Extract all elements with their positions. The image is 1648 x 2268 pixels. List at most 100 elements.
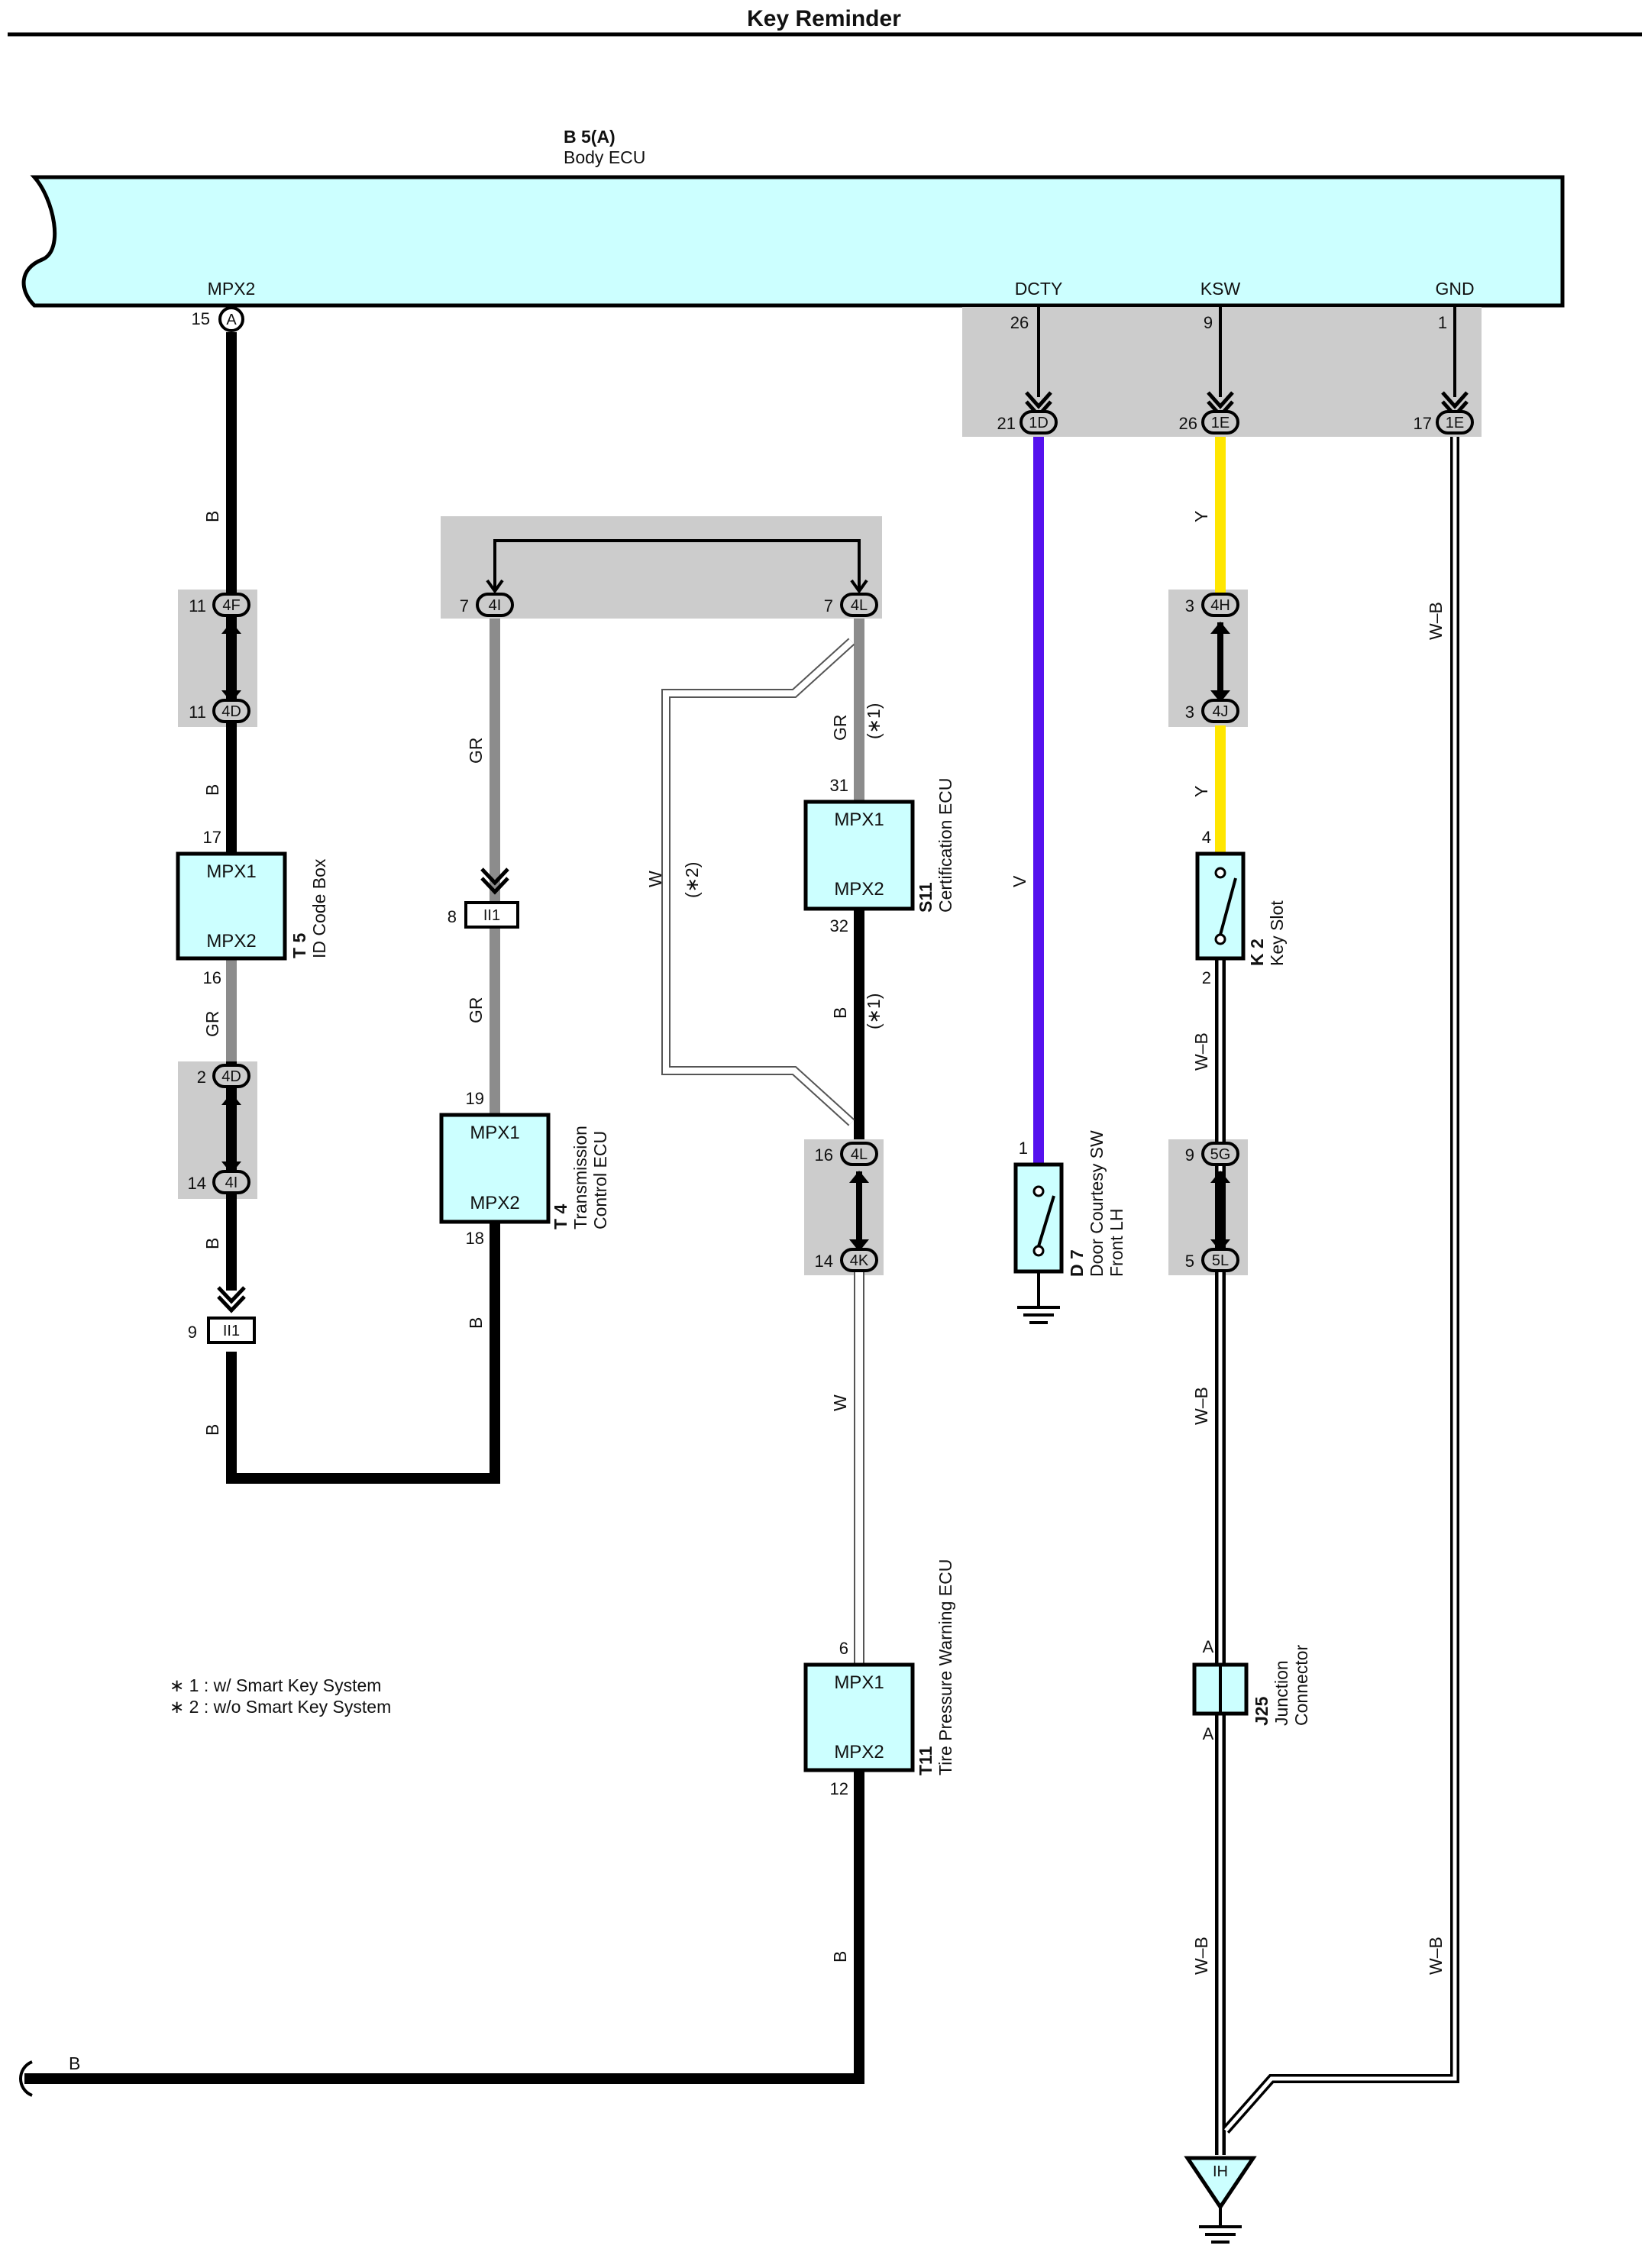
terminal-circle-a <box>218 306 244 332</box>
wire-label-b: B <box>830 1007 850 1019</box>
svg-text:11: 11 <box>189 703 206 722</box>
wire-label-b: B <box>466 1317 486 1329</box>
wire-link-4i-4l <box>493 539 861 590</box>
arrow-icon <box>850 579 868 594</box>
wire-label-y: Y <box>1191 511 1211 522</box>
connector-4l-top <box>840 593 878 617</box>
s11-code: S11 <box>916 882 935 913</box>
note-smart-key: ∗ 1 : w/ Smart Key System <box>170 1675 381 1695</box>
wire-label-w: W <box>830 1394 850 1411</box>
diagram-title: Key Reminder <box>747 6 901 31</box>
svg-text:5G: 5G <box>1210 1146 1231 1163</box>
svg-text:9: 9 <box>1185 1145 1194 1165</box>
connector-4h <box>1201 593 1239 617</box>
terminal-ksw: KSW <box>1200 279 1241 299</box>
t11-tire-pressure-ecu <box>803 1662 915 1772</box>
svg-text:2: 2 <box>197 1068 206 1087</box>
svg-text:32: 32 <box>830 916 848 935</box>
connector-ii1-left <box>207 1317 256 1344</box>
t4-code: T 4 <box>551 1204 570 1229</box>
connector-1e-ksw <box>1201 410 1239 435</box>
svg-text:17: 17 <box>1414 414 1432 433</box>
wire-label-b: B <box>830 1951 850 1963</box>
t11-name: Tire Pressure Warning ECU <box>935 1559 955 1775</box>
svg-text:14: 14 <box>188 1174 206 1193</box>
svg-text:4J: 4J <box>1212 703 1228 720</box>
svg-text:5: 5 <box>1185 1252 1194 1271</box>
pin-dcty: 26 <box>1010 313 1029 332</box>
svg-text:16: 16 <box>203 968 221 987</box>
svg-text:16: 16 <box>815 1145 833 1165</box>
t4-name-line1: Transmission <box>570 1126 590 1229</box>
connector-4i-left <box>212 1170 250 1194</box>
connector-ii1-right <box>464 901 519 929</box>
svg-text:II1: II1 <box>223 1323 240 1339</box>
svg-text:4L: 4L <box>851 597 868 614</box>
svg-text:21: 21 <box>997 414 1016 433</box>
svg-text:31: 31 <box>830 776 848 795</box>
svg-text:1: 1 <box>1019 1139 1028 1158</box>
svg-text:MPX1: MPX1 <box>470 1123 519 1143</box>
connector-4f <box>212 593 250 617</box>
wire-label-wb: W–B <box>1191 1387 1211 1425</box>
svg-text:MPX1: MPX1 <box>206 861 256 882</box>
k2-code: K 2 <box>1247 939 1267 966</box>
connector-area-4i-4l <box>441 516 882 619</box>
k2-name: Key Slot <box>1267 900 1287 966</box>
svg-text:1D: 1D <box>1029 415 1049 431</box>
svg-text:6: 6 <box>839 1639 848 1658</box>
s11-name: Certification ECU <box>935 778 955 913</box>
wire-label-v: V <box>1010 875 1029 887</box>
wire-label-wb: W–B <box>1191 1032 1211 1071</box>
svg-text:MPX2: MPX2 <box>834 1742 884 1762</box>
wire-label-gr: GR <box>830 715 850 741</box>
ground-ih-label: IH <box>1213 2163 1228 2180</box>
wire-note-1: (∗1) <box>864 993 884 1029</box>
wire-label-b: B <box>202 511 222 522</box>
svg-text:4D: 4D <box>221 1068 241 1085</box>
terminal-a-label: A <box>226 312 237 328</box>
switch-icon <box>1037 1195 1055 1247</box>
svg-text:3: 3 <box>1185 596 1194 615</box>
svg-text:A: A <box>1203 1724 1214 1743</box>
svg-text:14: 14 <box>815 1252 833 1271</box>
svg-text:MPX1: MPX1 <box>834 1672 884 1693</box>
d7-name-line2: Front LH <box>1107 1209 1126 1277</box>
svg-text:8: 8 <box>448 907 457 926</box>
svg-text:5L: 5L <box>1212 1252 1229 1269</box>
svg-text:4D: 4D <box>221 703 241 720</box>
svg-text:MPX2: MPX2 <box>206 931 256 951</box>
body-ecu-name: Body ECU <box>564 147 645 167</box>
svg-text:9: 9 <box>188 1323 197 1342</box>
svg-text:3: 3 <box>1185 703 1194 722</box>
wire-label-b: B <box>202 1424 222 1436</box>
connector-5g <box>1201 1142 1239 1166</box>
t4-transmission-ecu <box>439 1113 551 1224</box>
wire-wb-gnd <box>1222 437 1459 2134</box>
svg-text:7: 7 <box>460 596 469 615</box>
t5-id-code-box <box>176 851 287 961</box>
pin-ksw: 9 <box>1204 313 1213 332</box>
terminal-dcty: DCTY <box>1015 279 1063 299</box>
wire-label-wb: W–B <box>1426 1937 1446 1975</box>
svg-text:4: 4 <box>1202 828 1211 847</box>
terminal-gnd: GND <box>1435 279 1474 299</box>
wire-label-gr: GR <box>466 997 486 1024</box>
pin-mpx2: 15 <box>192 309 210 328</box>
svg-text:MPX2: MPX2 <box>470 1193 519 1213</box>
wire-break <box>19 2060 33 2097</box>
svg-text:MPX2: MPX2 <box>834 879 884 900</box>
wire-label-w: W <box>645 871 665 887</box>
svg-text:II1: II1 <box>483 907 500 924</box>
t4-name-line2: Control ECU <box>590 1131 610 1229</box>
svg-text:4K: 4K <box>850 1252 869 1269</box>
wire-label-y: Y <box>1191 786 1211 797</box>
note-no-smart-key: ∗ 2 : w/o Smart Key System <box>170 1697 391 1717</box>
svg-text:4H: 4H <box>1210 597 1230 614</box>
connector-1e-gnd <box>1436 410 1474 435</box>
j25-name-line2: Connector <box>1291 1645 1311 1726</box>
connector-4l-mid <box>840 1142 878 1166</box>
d7-code: D 7 <box>1067 1249 1087 1277</box>
svg-text:1E: 1E <box>1211 415 1230 431</box>
connector-1d <box>1019 410 1058 435</box>
